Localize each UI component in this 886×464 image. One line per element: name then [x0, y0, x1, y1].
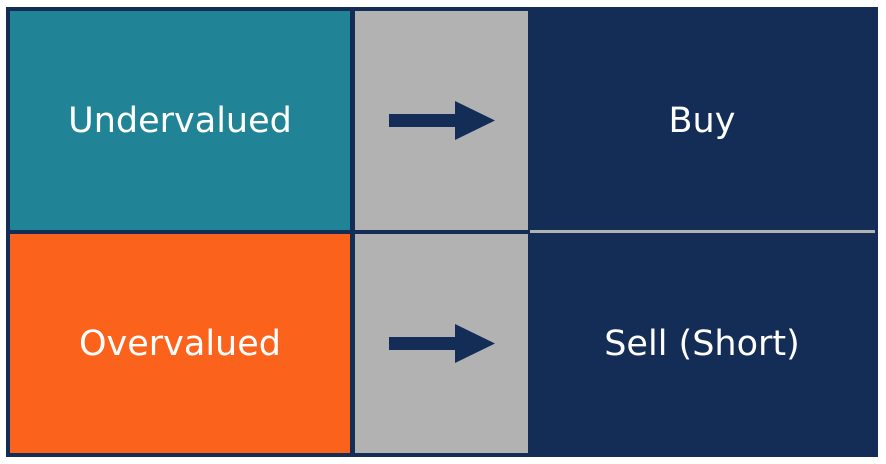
valuation-decision-diagram: Undervalued Buy Overvalued Sell (Short) [6, 7, 878, 457]
sell-short-box: Sell (Short) [528, 234, 876, 453]
buy-label: Buy [668, 100, 736, 141]
row-divider [530, 230, 875, 233]
right-arrow-icon [388, 323, 495, 363]
buy-box: Buy [528, 11, 876, 230]
connector-box-top [355, 11, 528, 230]
undervalued-label: Undervalued [68, 100, 292, 141]
connector-box-bottom [355, 234, 528, 453]
overvalued-box: Overvalued [10, 234, 350, 453]
overvalued-label: Overvalued [78, 323, 281, 364]
undervalued-box: Undervalued [10, 11, 350, 230]
right-arrow-icon [388, 100, 495, 140]
sell-short-label: Sell (Short) [604, 323, 800, 364]
